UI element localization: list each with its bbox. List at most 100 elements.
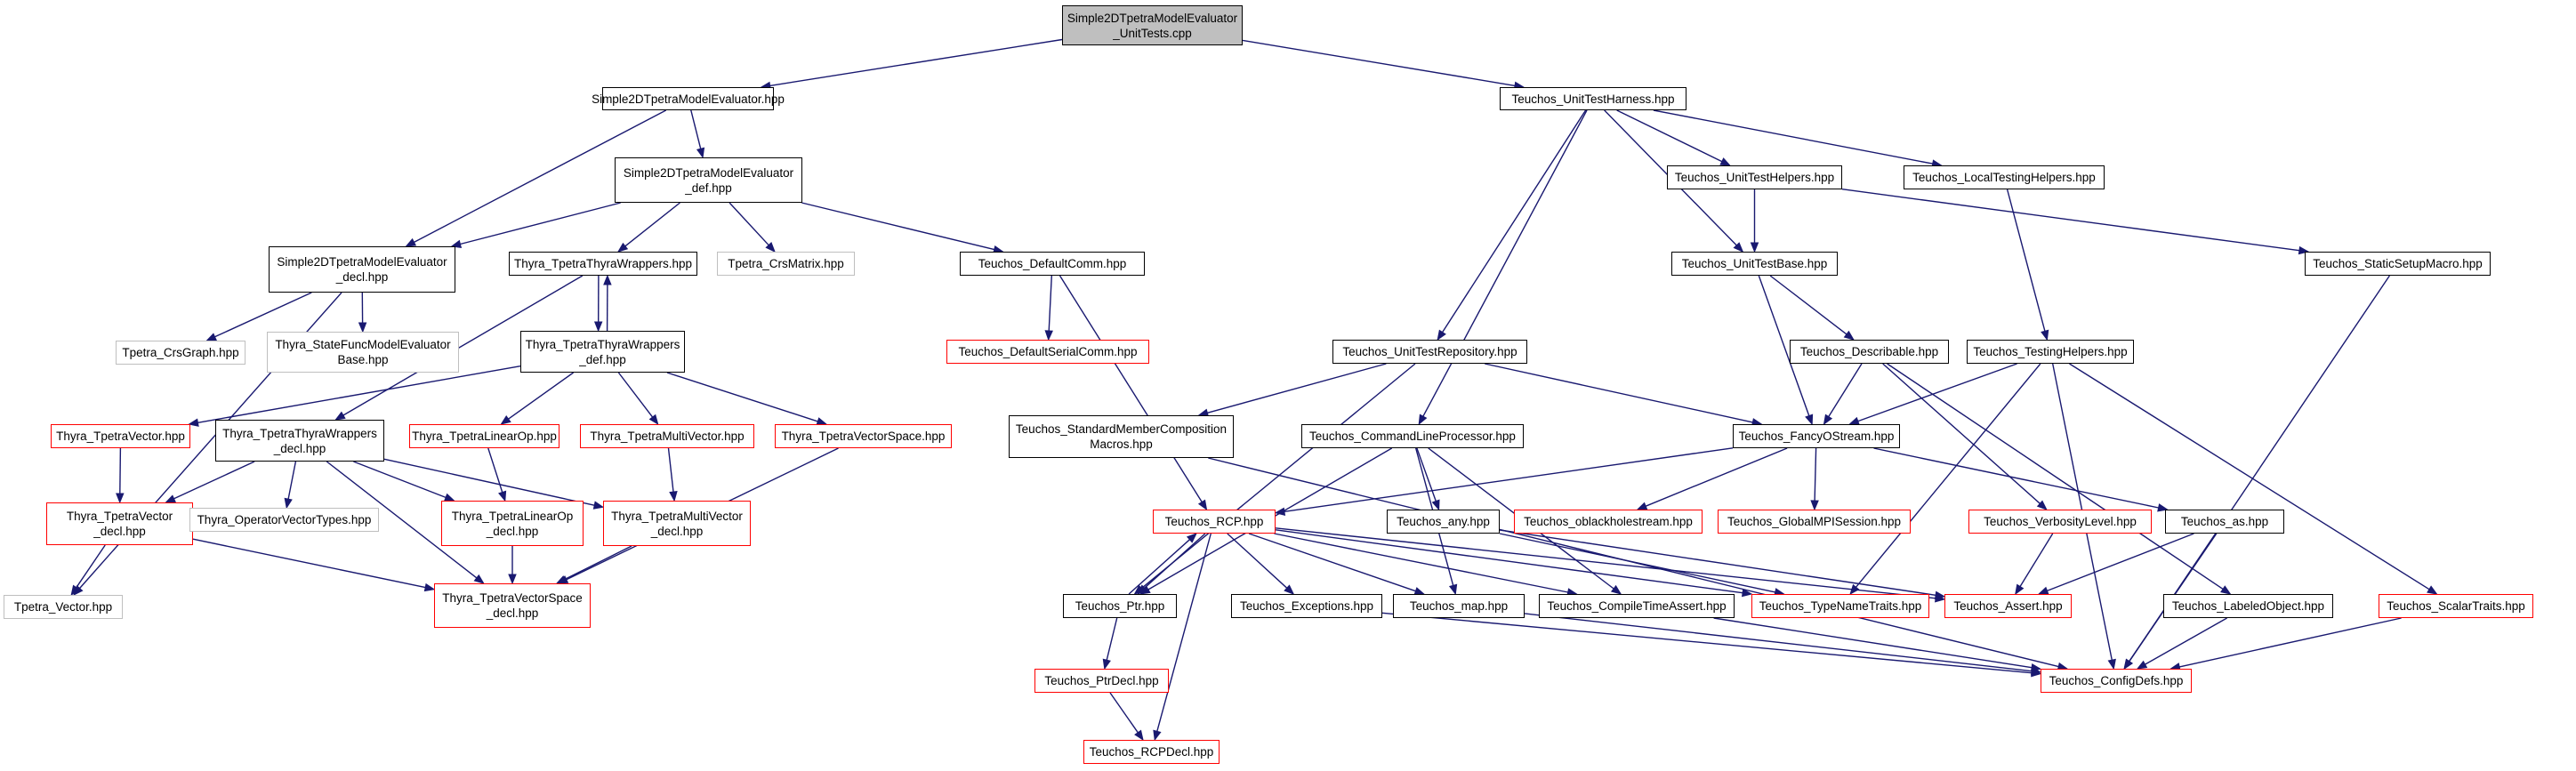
edge-root-to-uth <box>1242 39 1516 87</box>
arrowhead-thyra_tmv-to-thyra_tmv_decl <box>669 491 678 502</box>
edge-rcp-to-map <box>1248 533 1416 592</box>
node-verbosity[interactable]: Teuchos_VerbosityLevel.hpp <box>1968 510 2152 534</box>
edge-thyra_tmv-to-thyra_tmv_decl <box>667 447 674 493</box>
node-thyra-tlo-decl[interactable]: Thyra_TpetraLinearOp_decl.hpp <box>441 501 584 546</box>
node-clp[interactable]: Teuchos_CommandLineProcessor.hpp <box>1301 424 1524 448</box>
node-fancyostream[interactable]: Teuchos_FancyOStream.hpp <box>1733 424 1900 448</box>
arrowhead-thyra_tv_decl-to-thyra_tvs_decl <box>423 582 436 592</box>
node-tpetra-crsgraph[interactable]: Tpetra_CrsGraph.hpp <box>116 341 246 365</box>
arrowhead-thyra_ttw_decl-to-thyra_tlo_decl <box>443 493 455 502</box>
node-label-line: Thyra_TpetraVectorSpace <box>442 591 583 605</box>
node-map[interactable]: Teuchos_map.hpp <box>1393 594 1525 618</box>
node-label-line: Thyra_StateFuncModelEvaluator <box>275 338 451 351</box>
arrowhead-s2d_decl-to-tpetra_crsgraph <box>205 333 217 341</box>
node-utrepo[interactable]: Teuchos_UnitTestRepository.hpp <box>1332 340 1527 364</box>
edge-thyra_ttw_def-to-thyra_tlo <box>508 372 575 420</box>
node-thyra-tlo[interactable]: Thyra_TpetraLinearOp.hpp <box>409 424 559 448</box>
node-tpetra-crsmatrix[interactable]: Tpetra_CrsMatrix.hpp <box>717 252 855 276</box>
node-thyra-ttw-decl[interactable]: Thyra_TpetraThyraWrappers_decl.hpp <box>215 420 384 462</box>
node-label-line: Thyra_TpetraVectorSpace.hpp <box>781 430 946 443</box>
node-thyra-tvs[interactable]: Thyra_TpetraVectorSpace.hpp <box>775 424 952 448</box>
edge-thyra_ttw-to-thyra_ttw_decl <box>342 275 584 416</box>
node-thyra-tv-decl[interactable]: Thyra_TpetraVector_decl.hpp <box>46 502 193 545</box>
edge-describable-to-fancyostream <box>1828 363 1863 417</box>
node-thyra-tmv-decl[interactable]: Thyra_TpetraMultiVector_decl.hpp <box>603 501 751 546</box>
arrowhead-testinghelpers-to-scalartraits <box>2427 585 2438 595</box>
node-defaultserialcomm[interactable]: Teuchos_DefaultSerialComm.hpp <box>946 340 1149 364</box>
arrowhead-describable-to-verbosity <box>2036 500 2048 510</box>
node-s2d-decl[interactable]: Simple2DTpetraModelEvaluator_decl.hpp <box>269 246 455 293</box>
arrowhead-thyra_ttw_def-to-thyra_tv <box>188 418 199 427</box>
edge-thyra_tmv_decl-to-thyra_tvs_decl <box>564 545 632 581</box>
node-thyra-ovt[interactable]: Thyra_OperatorVectorTypes.hpp <box>189 508 379 532</box>
arrowhead-uth-to-utrepo <box>1437 329 1446 341</box>
node-configdefs[interactable]: Teuchos_ConfigDefs.hpp <box>2041 669 2192 693</box>
node-tpetra-vector[interactable]: Tpetra_Vector.hpp <box>4 595 123 619</box>
node-label-line: Teuchos_RCP.hpp <box>1164 515 1264 528</box>
node-assert[interactable]: Teuchos_Assert.hpp <box>1944 594 2072 618</box>
arrowhead-defaultcomm-to-defaultserialcomm <box>1044 330 1053 341</box>
node-testinghelpers[interactable]: Teuchos_TestingHelpers.hpp <box>1967 340 2134 364</box>
node-label-line: _decl.hpp <box>273 441 326 455</box>
node-s2d-hpp[interactable]: Simple2DTpetraModelEvaluator.hpp <box>592 87 785 110</box>
node-any[interactable]: Teuchos_any.hpp <box>1387 510 1500 534</box>
edge-uthelpers-to-staticsetup <box>1841 189 2300 252</box>
node-exceptions[interactable]: Teuchos_Exceptions.hpp <box>1231 594 1382 618</box>
node-thyra-ttw-def[interactable]: Thyra_TpetraThyraWrappers_def.hpp <box>520 331 685 373</box>
node-root[interactable]: Simple2DTpetraModelEvaluator_UnitTests.c… <box>1062 5 1243 45</box>
arrowhead-thyra_tlo-to-thyra_tlo_decl <box>498 490 507 502</box>
node-label-line: Teuchos_LabeledObject.hpp <box>2171 599 2325 613</box>
node-label-line: Teuchos_Assert.hpp <box>1953 599 2063 613</box>
node-uth[interactable]: Teuchos_UnitTestHarness.hpp <box>1500 87 1686 110</box>
node-uthelpers[interactable]: Teuchos_UnitTestHelpers.hpp <box>1667 165 1842 189</box>
arrowhead-localtesting-to-testinghelpers <box>2041 329 2049 341</box>
node-label-line: Simple2DTpetraModelEvaluator <box>277 255 447 269</box>
arrowhead-clp-to-any <box>1431 499 1440 511</box>
node-label-line: Teuchos_ScalarTraits.hpp <box>2387 599 2525 613</box>
node-label-line: Teuchos_StandardMemberComposition <box>1015 422 1228 436</box>
node-label-line: Thyra_TpetraThyraWrappers.hpp <box>513 257 693 270</box>
edge-ptr-to-rcp <box>1128 539 1190 595</box>
edge-rcp-to-rcpdecl <box>1156 533 1212 732</box>
node-utbase[interactable]: Teuchos_UnitTestBase.hpp <box>1671 252 1838 276</box>
arrowhead-thyra_ttw_def-to-thyra_ttw <box>603 274 612 285</box>
edge-as-to-assert <box>2047 533 2194 592</box>
node-scalartraits[interactable]: Teuchos_ScalarTraits.hpp <box>2379 594 2533 618</box>
node-defaultcomm[interactable]: Teuchos_DefaultComm.hpp <box>960 252 1145 276</box>
arrowhead-uth-to-clp <box>1418 414 1428 426</box>
node-label-line: Teuchos_UnitTestHelpers.hpp <box>1674 171 1835 184</box>
node-thyra-tv[interactable]: Thyra_TpetraVector.hpp <box>51 424 190 448</box>
arrowhead-uthelpers-to-utbase <box>1750 242 1759 253</box>
node-thyra-ttw[interactable]: Thyra_TpetraThyraWrappers.hpp <box>509 252 697 276</box>
node-describable[interactable]: Teuchos_Describable.hpp <box>1790 340 1949 364</box>
node-thyra-tmv[interactable]: Thyra_TpetraMultiVector.hpp <box>580 424 754 448</box>
edge-root-to-s2d_hpp <box>769 38 1063 87</box>
node-as[interactable]: Teuchos_as.hpp <box>2165 510 2284 534</box>
node-labeledobject[interactable]: Teuchos_LabeledObject.hpp <box>2163 594 2333 618</box>
node-ptr[interactable]: Teuchos_Ptr.hpp <box>1063 594 1177 618</box>
edge-utbase-to-describable <box>1769 275 1847 335</box>
arrowhead-rcp-to-typenametraits <box>1742 588 1753 598</box>
node-localtesting[interactable]: Teuchos_LocalTestingHelpers.hpp <box>1904 165 2105 189</box>
edge-rcp-to-exceptions <box>1227 533 1288 589</box>
node-oblack[interactable]: Teuchos_oblackholestream.hpp <box>1514 510 1703 534</box>
edge-testinghelpers-to-scalartraits <box>2069 363 2430 590</box>
node-staticsetup[interactable]: Teuchos_StaticSetupMacro.hpp <box>2305 252 2491 276</box>
edge-ptrdecl-to-rcpdecl <box>1109 692 1139 734</box>
node-thyra-tvs-decl[interactable]: Thyra_TpetraVectorSpace_decl.hpp <box>434 583 591 628</box>
node-typenametraits[interactable]: Teuchos_TypeNameTraits.hpp <box>1751 594 1929 618</box>
node-ptrdecl[interactable]: Teuchos_PtrDecl.hpp <box>1034 669 1169 693</box>
edge-localtesting-to-testinghelpers <box>2006 189 2046 332</box>
edge-uth-to-uthelpers <box>1616 109 1723 163</box>
node-s2d-def[interactable]: Simple2DTpetraModelEvaluator_def.hpp <box>615 157 802 203</box>
arrowhead-ptr-to-rcp <box>1186 533 1197 543</box>
node-cta[interactable]: Teuchos_CompileTimeAssert.hpp <box>1539 594 1735 618</box>
node-label-line: Teuchos_as.hpp <box>2180 515 2269 528</box>
node-label-line: Teuchos_oblackholestream.hpp <box>1524 515 1693 528</box>
node-rcpdecl[interactable]: Teuchos_RCPDecl.hpp <box>1083 740 1220 764</box>
node-globalmpi[interactable]: Teuchos_GlobalMPISession.hpp <box>1718 510 1911 534</box>
node-rcp[interactable]: Teuchos_RCP.hpp <box>1153 510 1276 534</box>
